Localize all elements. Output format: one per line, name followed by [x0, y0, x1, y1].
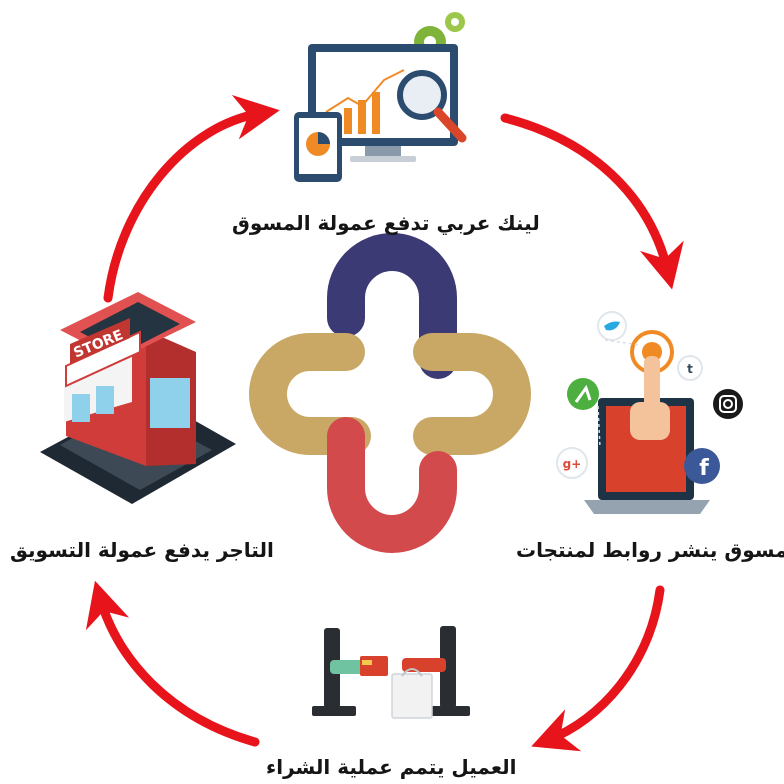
twitter-icon	[597, 311, 627, 341]
share-icon	[567, 378, 599, 410]
arrow-purchase-to-merchant	[85, 580, 260, 747]
cycle-arrows	[85, 94, 684, 752]
online-payment-icon	[312, 626, 470, 719]
logo-arc-left	[249, 333, 371, 455]
google-plus-icon: g+	[556, 447, 588, 479]
tumblr-icon: t	[677, 355, 703, 381]
logo-arc-bottom	[327, 417, 457, 553]
step-label-publish: المسوق ينشر روابط لمنتجات	[516, 538, 784, 562]
step-label-purchase: العميل يتمم عملية الشراء	[266, 755, 517, 779]
step-label-network: لينك عربي تدفع عمولة المسوق	[232, 211, 540, 235]
svg-text:f: f	[699, 456, 709, 481]
arrow-publish-to-purchase	[531, 585, 665, 752]
logo-arc-top	[327, 233, 457, 379]
laptop-social-media-icon: t g+ f	[556, 311, 743, 514]
credit-card-icon	[360, 656, 388, 676]
store-icon: STORE	[40, 292, 236, 504]
logo-arc-right	[413, 333, 531, 455]
svg-text:g+: g+	[563, 457, 582, 471]
shopping-bag-icon	[391, 668, 433, 719]
touch-hand-icon	[630, 330, 674, 440]
magnifier-icon	[397, 70, 467, 143]
step-label-merchant: التاجر يدفع عمولة التسويق	[10, 538, 274, 562]
svg-text:t: t	[687, 362, 693, 376]
arrow-network-to-publish	[500, 113, 684, 290]
center-logo	[249, 233, 531, 553]
instagram-icon	[713, 389, 743, 419]
facebook-icon: f	[684, 448, 720, 484]
analytics-screen-icon	[294, 12, 467, 182]
arrow-merchant-to-network	[103, 94, 280, 303]
tablet-icon	[294, 112, 342, 182]
monitor-right-icon	[424, 626, 470, 716]
